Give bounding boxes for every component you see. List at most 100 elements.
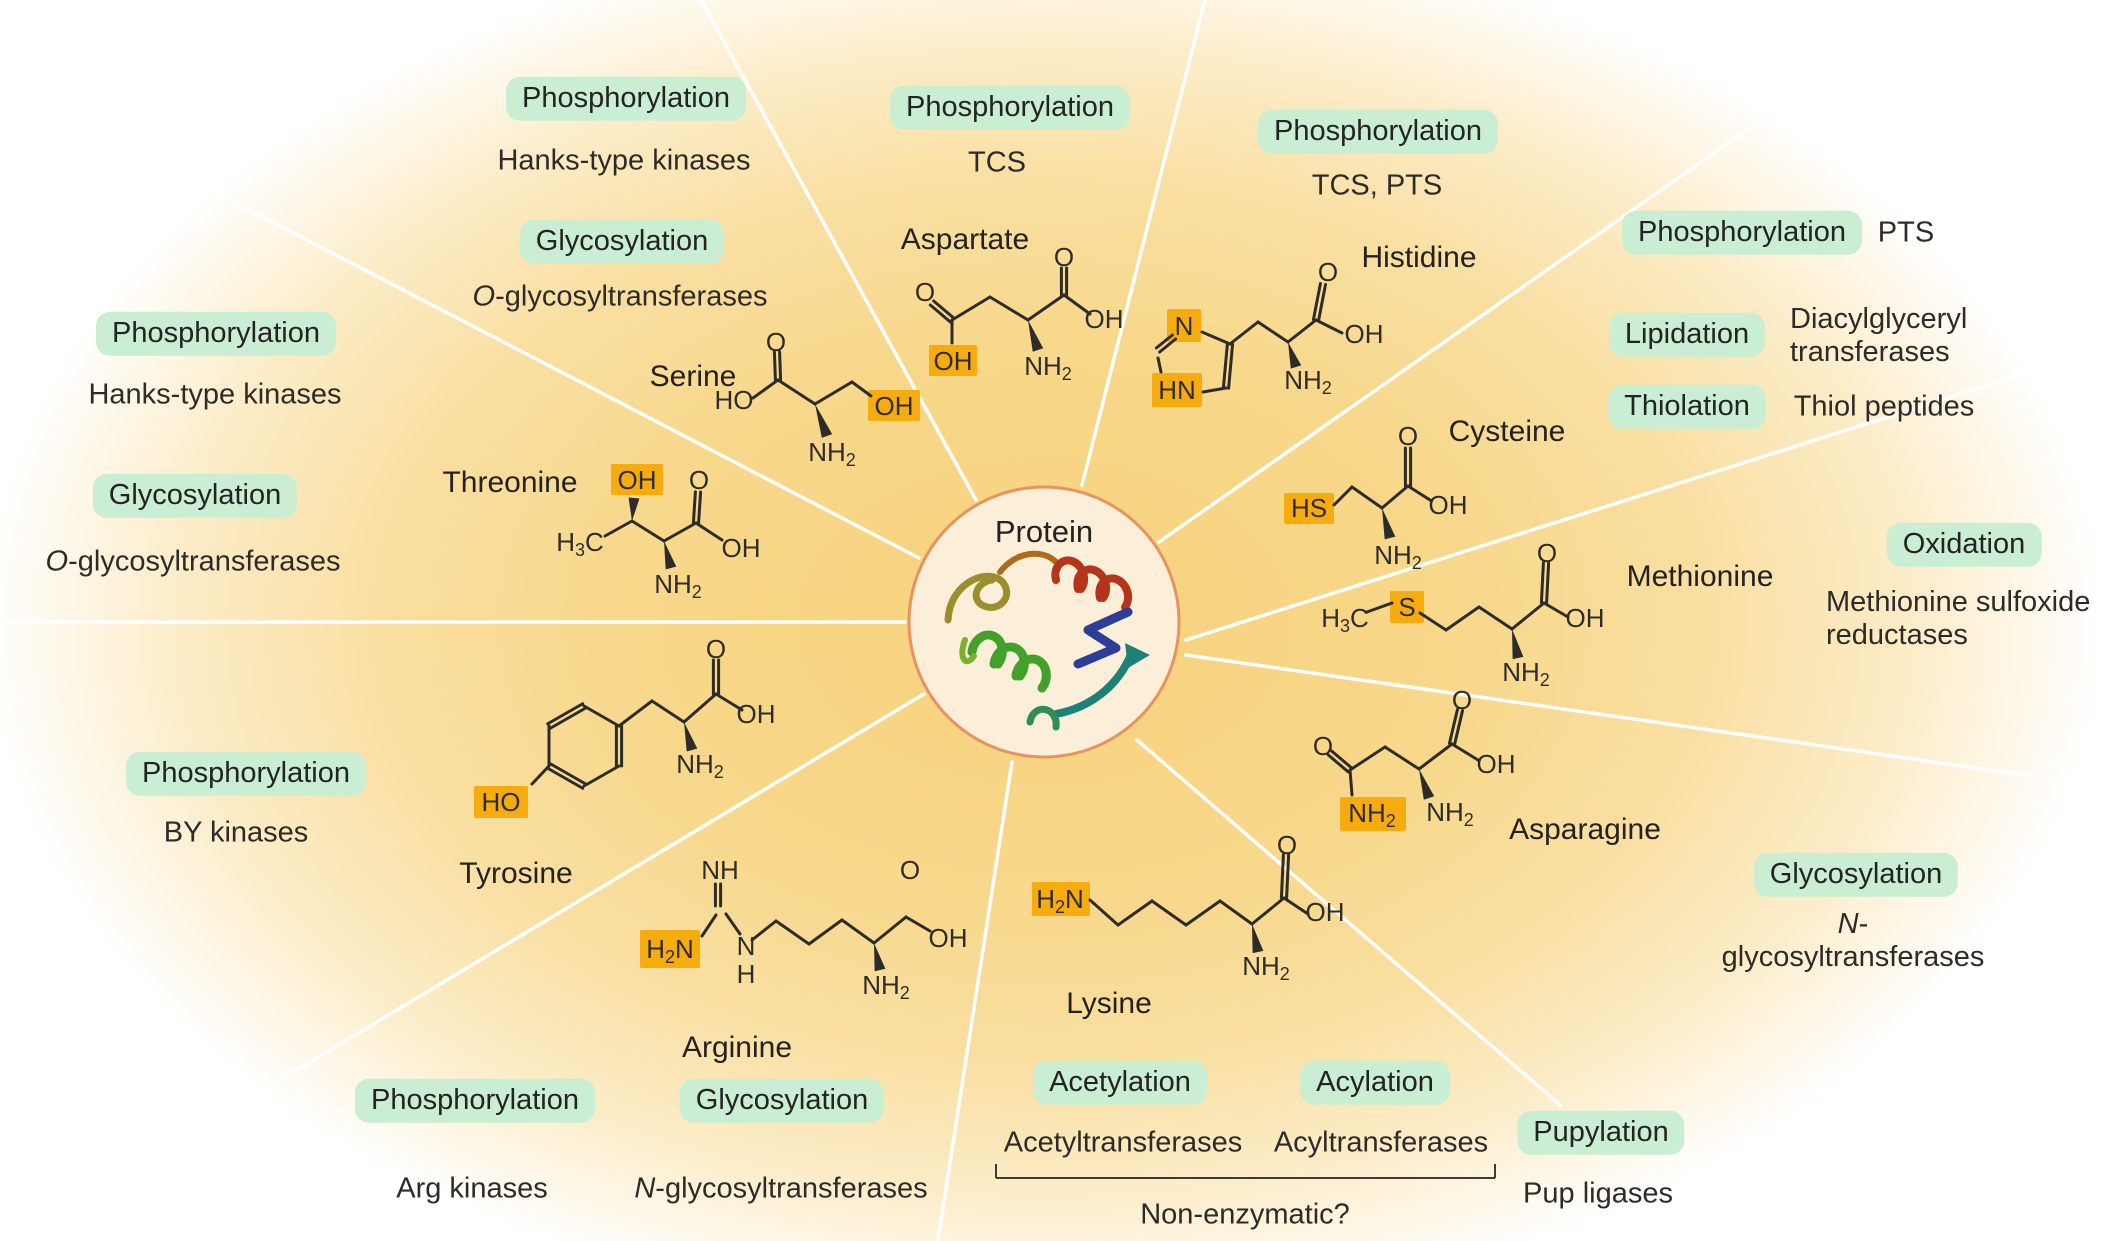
enzyme-thiol-peptides: Thiol peptides [1793,390,1975,423]
modified-group-highlight [640,930,700,968]
atom-label: NH2 [1242,951,1290,984]
amino-acid-asparagine: Asparagine [1509,813,1661,846]
sector-divider-line [1184,344,2110,642]
atom-label: HO [482,787,521,817]
amino-acid-tyrosine: Tyrosine [459,857,573,890]
italic-prefix: N [634,1172,656,1205]
atom-label: H2N [1036,884,1084,917]
sector-divider-line [1184,653,2110,789]
atom-label: N [1175,311,1194,341]
atom-label: O [1313,731,1333,761]
atom-label: N [737,931,756,961]
italic-prefix: O [45,545,69,578]
atom-label: NH2 [862,970,910,1003]
modified-group-highlight [1152,373,1202,407]
protein-ribbon-illustration [944,550,1150,731]
sector-divider-line [699,0,978,502]
atom-label: O [1277,830,1297,860]
pill-glycosylation-asparagine: Glycosylation [1753,852,1959,898]
pill-phosphorylation-aspartate: Phosphorylation [890,85,1130,131]
atom-label: HS [1291,493,1327,523]
atom-label: OH [1306,897,1345,927]
pill-pupylation-lysine: Pupylation [1517,1110,1685,1156]
enzyme-o-glycosyltransferases-serine: O-glycosyltransferases [473,281,768,314]
atom-label: OH [1566,603,1605,633]
pill-phosphorylation-tyrosine: Phosphorylation [126,751,366,797]
pill-phosphorylation-cysteine: Phosphorylation [1622,210,1862,256]
atom-label: HN [1158,375,1196,405]
enzyme-rest: -glycosyltransferases [1721,908,1985,973]
atom-label: O [689,465,709,495]
atom-label: NH2 [1374,540,1422,573]
atom-label: H2N [646,934,694,967]
enzyme-tcs-pts-histidine: TCS, PTS [1311,169,1443,202]
atom-label: OH [934,346,973,376]
enzyme-rest: -glycosyltransferases [68,545,341,578]
atom-label: NH2 [676,749,724,782]
pill-phosphorylation-serine: Phosphorylation [506,76,746,122]
modified-group-highlight [868,390,920,421]
sector-divider-line [936,760,1014,1241]
pill-acetylation-lysine: Acetylation [1033,1060,1207,1106]
pill-glycosylation-arginine: Glycosylation [679,1078,885,1124]
atom-label: OH [1085,304,1124,334]
atom-label: H3C [556,527,604,560]
amino-acid-cysteine: Cysteine [1448,415,1566,448]
atom-label: NH2 [1024,351,1072,384]
enzyme-rest: -glycosyltransferases [655,1172,928,1205]
modified-group-highlight [1167,309,1201,342]
atom-label: O [1318,257,1338,287]
sector-divider-line [1157,0,1936,544]
atom-label: HO [715,385,754,415]
atom-label: NH2 [654,569,702,602]
lysine-structure: H2N NH2 O OH [1032,830,1345,984]
atom-label: NH2 [1426,797,1474,830]
protein-center-label: Protein [994,514,1094,549]
atom-label: OH [1429,490,1468,520]
atom-label: O [900,855,920,885]
atom-label: OH [618,465,657,495]
modified-group-highlight [1284,493,1334,524]
amino-acid-threonine: Threonine [442,466,578,499]
atom-label: O [766,327,786,357]
enzyme-hanks-kinases-threonine: Hanks-type kinases [88,378,342,411]
atom-label: H3C [1321,603,1369,636]
italic-prefix: N [1837,908,1859,940]
atom-label: OH [875,391,914,421]
non-enzymatic-bracket [995,1164,1496,1179]
modified-group-highlight [929,345,977,376]
pill-glycosylation-threonine: Glycosylation [92,473,298,519]
pill-phosphorylation-histidine: Phosphorylation [1258,109,1498,155]
atom-label: NH [701,855,739,885]
modified-group-highlight [1032,882,1090,916]
enzyme-hanks-kinases-serine: Hanks-type kinases [497,144,751,177]
atom-label: OH [1345,319,1384,349]
enzyme-acetyltransferases: Acetyltransferases [1003,1126,1243,1159]
atom-label: NH2 [1502,657,1550,690]
modified-group-highlight [1340,797,1406,831]
note-non-enzymatic: Non-enzymatic? [1140,1198,1350,1231]
pill-phosphorylation-threonine: Phosphorylation [96,311,336,357]
atom-label: O [1054,242,1074,272]
enzyme-pup-ligases: Pup ligases [1523,1177,1673,1210]
amino-acid-aspartate: Aspartate [900,223,1030,256]
atom-label: NH2 [1348,798,1396,831]
atom-label: O [1537,538,1557,568]
enzyme-n-glycosyltransferases-arginine: N-glycosyltransferases [634,1173,927,1206]
enzyme-diacylglyceryl-transferases: Diacylglyceryl transferases [1790,303,1968,368]
pill-oxidation-methionine: Oxidation [1886,522,2042,568]
atom-label: O [1398,421,1418,451]
amino-acid-histidine: Histidine [1361,241,1477,274]
atom-label: OH [737,699,776,729]
enzyme-n-glycosyltransferases-asparagine: N-glycosyltransferases [1722,908,1985,974]
sector-divider-line [0,78,921,560]
